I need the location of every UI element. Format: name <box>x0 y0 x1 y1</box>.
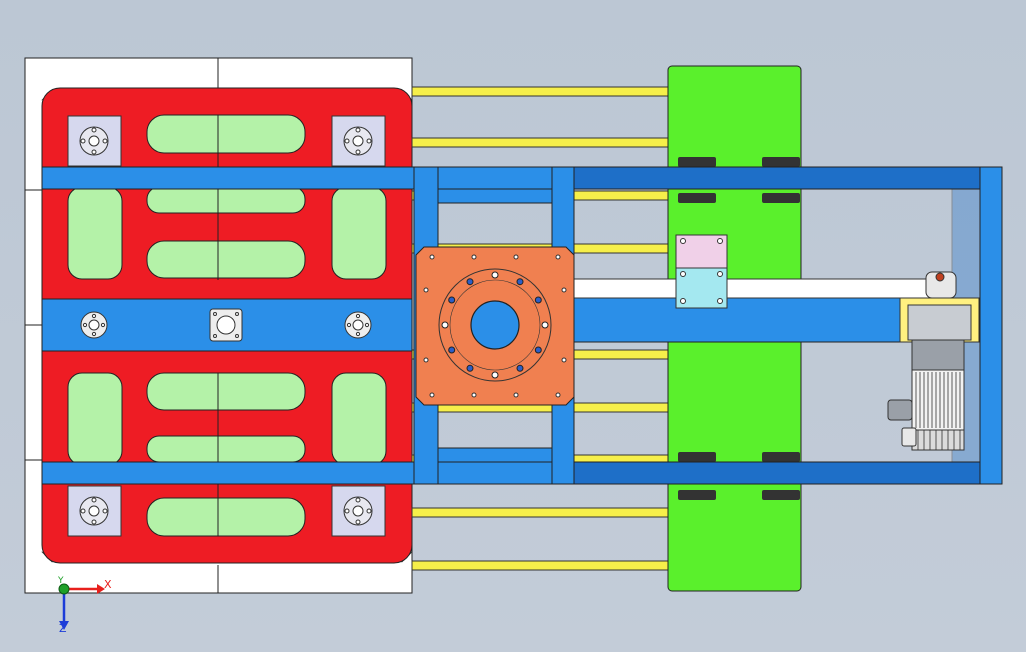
rotary-bolt-holes <box>441 271 549 379</box>
center-beam-fixtures <box>80 308 372 342</box>
guide-rod <box>411 86 669 97</box>
rotary-table[interactable] <box>415 246 575 406</box>
pocket-slot <box>146 240 306 279</box>
bolt-hole <box>491 371 499 379</box>
pocket-slot <box>67 186 123 280</box>
locator-pad <box>331 485 386 537</box>
bolt-hole <box>534 296 542 304</box>
bolt-hole <box>448 346 456 354</box>
bolt-hole <box>491 271 499 279</box>
pocket-slot <box>331 372 387 466</box>
bolt-hole <box>541 321 549 329</box>
bolt-hole <box>516 278 524 286</box>
locator-pad <box>331 115 386 167</box>
bolt-hole <box>448 296 456 304</box>
guide-rod <box>411 507 669 518</box>
pocket-slot <box>146 372 306 411</box>
pocket-slot <box>146 114 306 154</box>
locator-pad <box>67 115 122 167</box>
locator-pad <box>67 485 122 537</box>
locator-pads <box>67 115 386 537</box>
column-brackets <box>675 234 728 309</box>
belt-arm[interactable] <box>573 278 945 299</box>
triad-x-label: X <box>104 578 112 591</box>
pocket-slot <box>67 372 123 466</box>
guide-rod <box>411 137 669 148</box>
guide-rod <box>411 560 669 571</box>
triad-y-label: Y <box>57 576 64 586</box>
bolt-hole <box>441 321 449 329</box>
triad-z-label: Z <box>59 622 67 635</box>
fixture-pockets <box>67 114 387 537</box>
pocket-slot <box>331 186 387 280</box>
pocket-slot <box>146 497 306 537</box>
pocket-slot <box>146 186 306 214</box>
motor-cooling-fins <box>915 372 961 428</box>
pocket-slot <box>146 435 306 463</box>
bolt-hole <box>534 346 542 354</box>
bolt-hole <box>516 364 524 372</box>
motor-assembly[interactable] <box>887 271 980 451</box>
coordinate-triad: X Y Z <box>57 576 112 635</box>
bolt-hole <box>466 278 474 286</box>
bolt-hole <box>466 364 474 372</box>
